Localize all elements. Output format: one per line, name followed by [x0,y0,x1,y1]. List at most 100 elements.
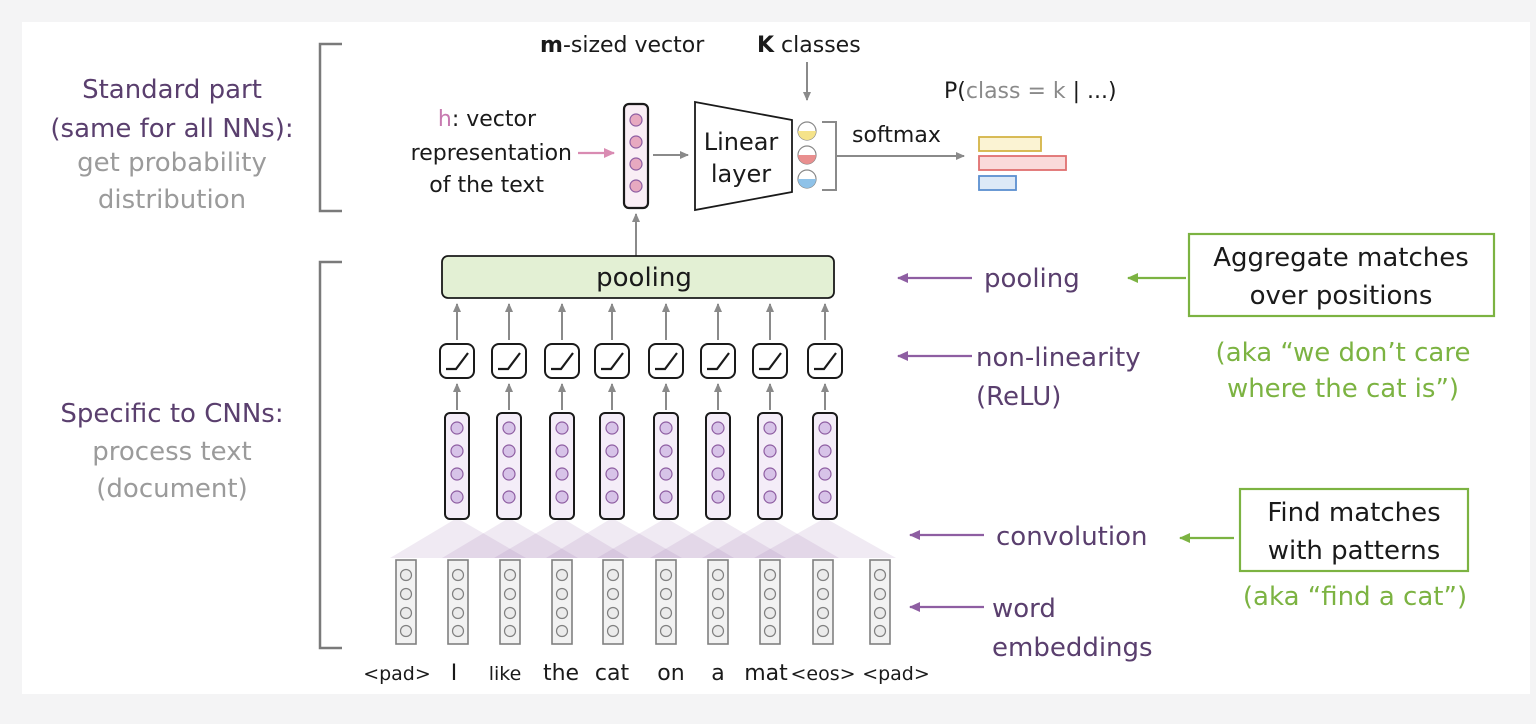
right-layer-labels: pooling non-linearity (ReLU) convolution… [897,264,1153,663]
embedding-dot-icon [763,624,777,638]
probability-bars [978,136,1067,191]
word-embedding-vector [812,559,834,645]
m-letter: m [540,33,563,58]
relu-icon [594,303,630,379]
relu-icon [491,303,527,379]
conv-output-dot-icon [450,421,464,435]
conv-output-dot-icon [711,421,725,435]
input-word: a [711,661,724,686]
linear-layer: Linear layer [694,100,793,212]
embeddings-label-1: word [992,594,1056,624]
h-vector-dot-icon [629,113,643,127]
embedding-dot-icon [503,568,517,582]
relu-box [648,343,684,379]
m-sized-vector-label: m-sized vector [540,33,705,58]
conv-output-dot-icon [763,467,777,481]
embedding-dot-icon [816,624,830,638]
nonlinearity-label-1: non-linearity [976,343,1141,373]
logits [797,121,817,189]
k-classes-rest: classes [774,33,861,58]
find-note-box [1238,487,1470,573]
aggregate-note-line-2: over positions [1250,281,1433,311]
input-word: <pad> [363,663,431,685]
embedding-frame [655,559,677,645]
conv-output-frame [757,412,783,520]
conv-output-dot-icon [818,444,832,458]
conv-output-vector [812,383,838,520]
pooling-box: pooling [441,255,835,299]
conv-output-dot-icon [450,444,464,458]
h-vector-dot-icon [629,179,643,193]
relu-curve [655,352,678,371]
conv-output-vector [705,383,731,520]
conv-output-vector [653,383,679,520]
convolution-window [702,518,839,558]
standard-title-1: Standard part [82,75,262,105]
embedding-dot-icon [503,606,517,620]
convolution-layer [390,383,896,558]
embedding-dot-icon [659,587,673,601]
embedding-dot-icon [873,587,887,601]
conv-output-vector [444,383,470,520]
prob-bar-1 [978,136,1042,152]
prob-eq: = [1020,79,1052,104]
embedding-dot-icon [659,624,673,638]
h-line-2: representation [411,141,572,166]
conv-output-dot-icon [659,444,673,458]
embedding-dot-icon [399,587,413,601]
conv-output-dot-icon [659,467,673,481]
convolution-window [754,518,896,558]
conv-output-dot-icon [502,467,516,481]
standard-desc-1: get probability [77,148,267,178]
linear-layer-line-2: layer [711,160,771,188]
input-word: mat [744,661,788,686]
embedding-frame [812,559,834,645]
conv-output-dot-icon [555,467,569,481]
prob-class: class [966,79,1021,104]
h-vector-dot-icon [629,157,643,171]
relu-icon [700,303,736,379]
conv-output-dot-icon [502,490,516,504]
relu-icon [439,303,475,379]
conv-output-dot-icon [763,490,777,504]
conv-output-vector [549,383,575,520]
embedding-dot-icon [555,587,569,601]
conv-output-dot-icon [555,444,569,458]
embedding-layer [395,559,891,645]
input-word: on [657,661,684,686]
word-embedding-vector [759,559,781,645]
relu-curve [551,352,574,371]
aggregate-note-box [1187,232,1496,318]
relu-box [544,343,580,379]
word-embedding-vector [447,559,469,645]
h-rest: : vector [452,107,537,132]
conv-output-dot-icon [818,467,832,481]
logit-half-icon [798,155,816,164]
input-word: <eos> [790,663,855,685]
find-note-line-2: with patterns [1268,536,1441,566]
conv-output-dot-icon [659,490,673,504]
relu-curve [498,352,521,371]
find-note-line-1: Find matches [1267,498,1440,528]
embedding-frame [602,559,624,645]
conv-output-dot-icon [502,444,516,458]
relu-curve [759,352,782,371]
h-vector-frame [622,102,650,210]
convolution-window [390,518,526,558]
softmax-brace [822,121,848,191]
relu-icon [544,303,580,379]
specific-desc-2: (document) [96,474,247,504]
conv-output-dot-icon [450,467,464,481]
aggregate-note: Aggregate matches over positions (aka “w… [1127,232,1496,404]
embedding-dot-icon [555,568,569,582]
conv-output-dot-icon [605,467,619,481]
conv-output-frame [496,412,522,520]
embedding-dot-icon [451,606,465,620]
embedding-dot-icon [503,587,517,601]
relu-icon [648,303,684,379]
input-word: like [489,663,522,685]
prob-rest: | ...) [1066,79,1117,104]
